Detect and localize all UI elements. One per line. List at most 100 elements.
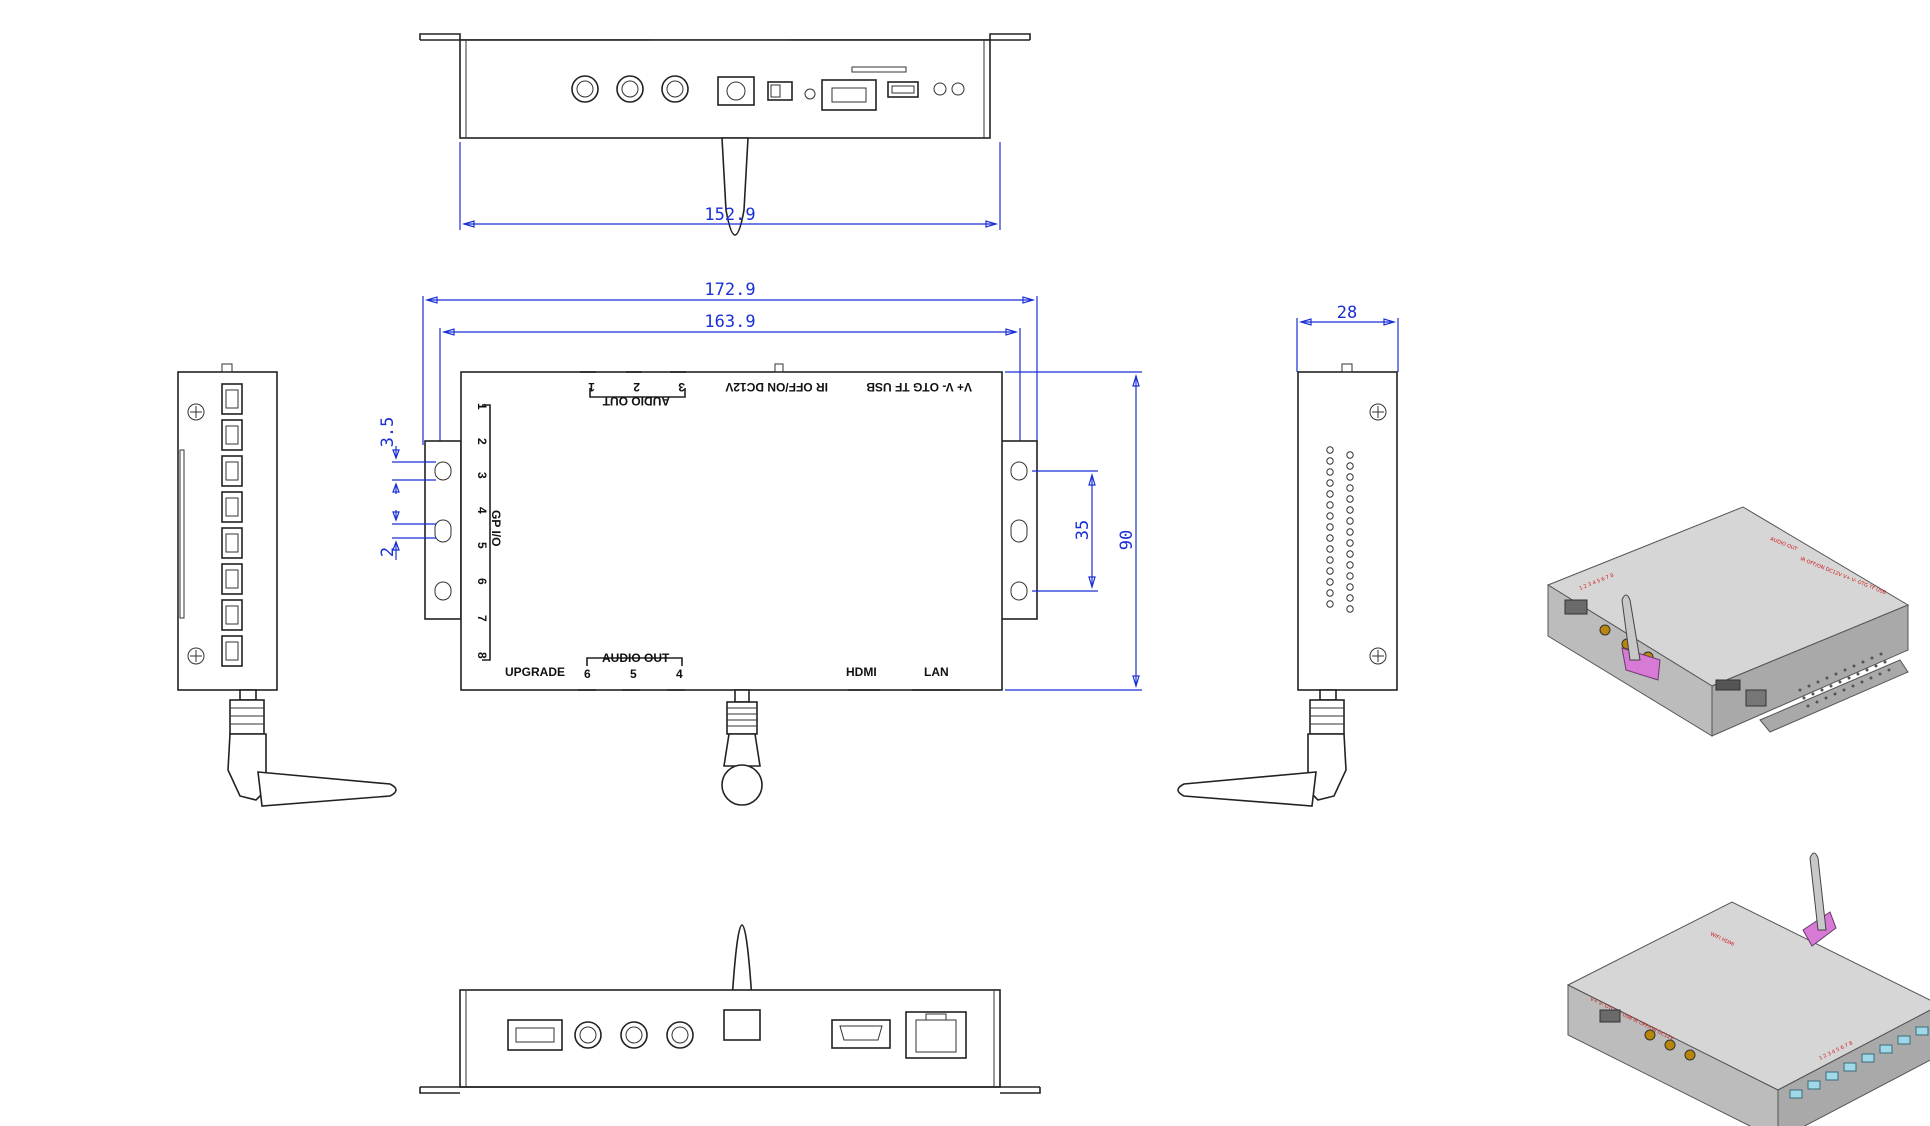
dim-slot-width: 2 bbox=[378, 547, 398, 557]
vent-hole bbox=[1346, 539, 1354, 547]
gpio-pin-4: 4 bbox=[475, 507, 489, 514]
terminal-block bbox=[1897, 1035, 1911, 1045]
gpio-pin-2: 2 bbox=[475, 438, 489, 445]
vent-hole bbox=[1326, 578, 1334, 586]
gpio-pin-8: 8 bbox=[475, 652, 489, 659]
vent-hole bbox=[1820, 688, 1824, 692]
rear-label-group: 1 2 3 AUDIO OUT IR OFF/ON DC12V V+ V- OT… bbox=[588, 380, 972, 408]
antenna-icon bbox=[227, 699, 397, 807]
usb-port-icon bbox=[821, 79, 877, 111]
vent-hole bbox=[1326, 468, 1334, 476]
usb-port-icon bbox=[507, 1019, 563, 1051]
gpio-label-group: 1 2 3 4 5 6 7 8 GP I/O bbox=[475, 403, 503, 661]
terminal-block-pin bbox=[225, 569, 239, 589]
vent-hole bbox=[1326, 446, 1334, 454]
audio-bottom-5: 5 bbox=[630, 667, 637, 681]
vent-hole bbox=[1346, 495, 1354, 503]
vent-hole bbox=[1326, 501, 1334, 509]
terminal-block bbox=[221, 563, 243, 595]
terminal-block bbox=[221, 419, 243, 451]
vent-hole bbox=[1802, 696, 1806, 700]
audio-top-3: 3 bbox=[678, 380, 685, 394]
vent-hole bbox=[1326, 479, 1334, 487]
hdmi-label: HDMI bbox=[846, 665, 877, 679]
dim-overall-length: 172.9 bbox=[704, 280, 755, 300]
isometric-render-2: V+ V- OTG TF USB IR OFF/ON DC12V WIFI HD… bbox=[1566, 852, 1930, 1126]
gpio-pin-7: 7 bbox=[475, 615, 489, 622]
terminal-block bbox=[1825, 1071, 1839, 1081]
vent-hole bbox=[1852, 664, 1856, 668]
gpio-terminal-blocks bbox=[221, 383, 243, 667]
dim-front-width: 152.9 bbox=[704, 205, 755, 225]
terminal-block bbox=[1807, 1080, 1821, 1090]
hdmi-port-icon bbox=[831, 1019, 891, 1049]
vent-hole bbox=[1851, 684, 1855, 688]
audio-jack-icon bbox=[571, 75, 689, 103]
vent-hole bbox=[1807, 684, 1811, 688]
right-side-view: 28 bbox=[1177, 303, 1399, 807]
terminal-block bbox=[221, 527, 243, 559]
vent-hole bbox=[1326, 567, 1334, 575]
vent-hole bbox=[1346, 583, 1354, 591]
vent-hole bbox=[1833, 692, 1837, 696]
vent-hole bbox=[1825, 676, 1829, 680]
vent-hole bbox=[1874, 664, 1878, 668]
terminal-block-pin bbox=[225, 641, 239, 661]
vent-hole bbox=[1838, 680, 1842, 684]
terminal-block-pin bbox=[225, 605, 239, 625]
antenna-icon bbox=[721, 689, 763, 806]
vent-holes bbox=[1326, 446, 1354, 613]
vent-hole bbox=[1798, 688, 1802, 692]
screw-icon bbox=[1369, 403, 1387, 665]
dim-height: 90 bbox=[1117, 530, 1137, 550]
terminal-block bbox=[1915, 1026, 1929, 1036]
rear-ports-label-2: V+ V- OTG TF USB bbox=[866, 380, 972, 394]
isometric-render-1: AUDIO OUT IR OFF/ON DC12V V+ V- OTG TF U… bbox=[1546, 506, 1910, 737]
vent-hole bbox=[1883, 660, 1887, 664]
rear-view: 152.9 bbox=[419, 33, 1031, 236]
front-label-group: UPGRADE AUDIO OUT 6 5 4 HDMI LAN bbox=[505, 651, 949, 681]
vent-hole bbox=[1870, 656, 1874, 660]
vent-hole bbox=[1842, 688, 1846, 692]
dim-hole-spacing: 163.9 bbox=[704, 312, 755, 332]
dc-jack-icon bbox=[717, 76, 755, 106]
gpio-pin-6: 6 bbox=[475, 578, 489, 585]
vent-hole bbox=[1346, 572, 1354, 580]
vent-hole bbox=[1326, 490, 1334, 498]
audio-bottom-4: 4 bbox=[676, 667, 683, 681]
vent-hole bbox=[1869, 676, 1873, 680]
vent-hole bbox=[1860, 680, 1864, 684]
audio-out-top-label: AUDIO OUT bbox=[602, 394, 670, 408]
vent-hole bbox=[1346, 506, 1354, 514]
terminal-block-pin bbox=[225, 533, 239, 553]
vent-hole bbox=[1346, 561, 1354, 569]
terminal-block bbox=[221, 491, 243, 523]
antenna-icon bbox=[1177, 699, 1347, 807]
vent-hole bbox=[1326, 512, 1334, 520]
vent-hole bbox=[1326, 545, 1334, 553]
lan-label: LAN bbox=[924, 665, 949, 679]
vent-hole bbox=[1865, 668, 1869, 672]
vent-hole bbox=[1346, 484, 1354, 492]
vent-hole bbox=[1887, 668, 1891, 672]
top-view: 172.9 163.9 1 2 3 bbox=[378, 280, 1142, 806]
front-view bbox=[419, 924, 1041, 1094]
vent-hole bbox=[1346, 473, 1354, 481]
vent-hole bbox=[1806, 704, 1810, 708]
left-side-view bbox=[177, 363, 397, 807]
vent-hole bbox=[1346, 517, 1354, 525]
vent-hole bbox=[1879, 652, 1883, 656]
vent-hole bbox=[1824, 696, 1828, 700]
audio-top-2: 2 bbox=[633, 380, 640, 394]
vent-hole bbox=[1346, 594, 1354, 602]
terminal-block bbox=[1879, 1044, 1893, 1054]
terminal-block bbox=[221, 455, 243, 487]
dim-slot-spacing: 35 bbox=[1073, 520, 1093, 540]
switch-icon bbox=[767, 81, 793, 101]
vent-hole bbox=[1847, 676, 1851, 680]
vent-hole bbox=[1346, 462, 1354, 470]
vent-hole bbox=[1878, 672, 1882, 676]
terminal-block bbox=[1861, 1053, 1875, 1063]
screw-icon bbox=[187, 403, 205, 665]
